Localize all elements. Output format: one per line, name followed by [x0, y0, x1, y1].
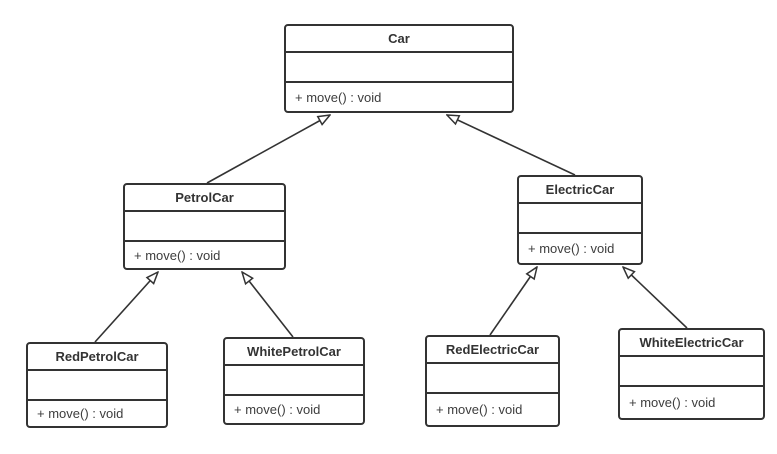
class-method-redelectriccar: + move() : void	[436, 402, 523, 417]
class-attributes-redpetrolcar	[28, 371, 166, 401]
class-attributes-car	[286, 53, 512, 83]
class-name-electriccar: ElectricCar	[519, 177, 641, 204]
class-box-whitepetrolcar[interactable]: WhitePetrolCar + move() : void	[223, 337, 365, 425]
class-attributes-electriccar	[519, 204, 641, 234]
class-method-whitepetrolcar: + move() : void	[234, 402, 321, 417]
class-box-car[interactable]: Car + move() : void	[284, 24, 514, 113]
class-method-redpetrolcar: + move() : void	[37, 406, 124, 421]
class-name-redpetrolcar: RedPetrolCar	[28, 344, 166, 371]
class-attributes-whiteelectriccar	[620, 357, 763, 387]
class-box-whiteelectriccar[interactable]: WhiteElectricCar + move() : void	[618, 328, 765, 420]
class-name-car: Car	[286, 26, 512, 53]
class-box-redpetrolcar[interactable]: RedPetrolCar + move() : void	[26, 342, 168, 428]
class-attributes-petrolcar	[125, 212, 284, 242]
class-method-petrolcar: + move() : void	[134, 247, 221, 263]
class-method-electriccar: + move() : void	[528, 241, 615, 256]
class-attributes-whitepetrolcar	[225, 366, 363, 396]
generalization-arrow-petrolcar-to-car[interactable]	[206, 115, 330, 184]
class-box-redelectriccar[interactable]: RedElectricCar + move() : void	[425, 335, 560, 427]
class-method-car: + move() : void	[295, 89, 382, 105]
class-name-redelectriccar: RedElectricCar	[427, 337, 558, 364]
class-box-petrolcar[interactable]: PetrolCar + move() : void	[123, 183, 286, 270]
generalization-arrow-whiteelectriccar-to-electriccar[interactable]	[623, 267, 688, 329]
generalization-arrow-redpetrolcar-to-petrolcar[interactable]	[94, 272, 158, 343]
class-box-electriccar[interactable]: ElectricCar + move() : void	[517, 175, 643, 265]
generalization-arrow-electriccar-to-car[interactable]	[447, 115, 576, 176]
class-name-whitepetrolcar: WhitePetrolCar	[225, 339, 363, 366]
class-name-petrolcar: PetrolCar	[125, 185, 284, 212]
generalization-arrow-redelectriccar-to-electriccar[interactable]	[489, 267, 537, 336]
generalization-arrow-whitepetrolcar-to-petrolcar[interactable]	[242, 272, 294, 338]
class-name-whiteelectriccar: WhiteElectricCar	[620, 330, 763, 357]
class-attributes-redelectriccar	[427, 364, 558, 394]
class-method-whiteelectriccar: + move() : void	[629, 395, 716, 410]
